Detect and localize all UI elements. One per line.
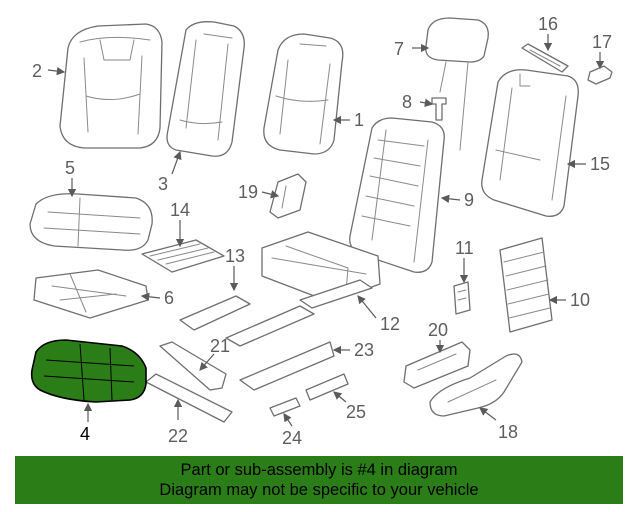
part-11-connector[interactable] — [453, 281, 471, 315]
part-17-clip[interactable] — [587, 65, 613, 85]
callout-21[interactable]: 21 — [210, 336, 230, 356]
callout-17[interactable]: 17 — [592, 32, 612, 52]
banner-line-1: Part or sub-assembly is #4 in diagram — [180, 461, 458, 479]
part-20-switch[interactable] — [403, 341, 471, 389]
part-19-bracket[interactable] — [269, 173, 307, 219]
part-7-headrest[interactable] — [425, 17, 489, 151]
leader-lines — [47, 34, 605, 427]
part-14-spring-mat[interactable] — [141, 239, 225, 273]
part-10-lumbar-support[interactable] — [499, 237, 553, 333]
exploded-seat-diagram: 1 2 3 4 5 6 7 8 9 10 11 12 13 14 15 16 1… — [29, 14, 613, 448]
part-8-bolt[interactable] — [431, 97, 447, 121]
banner-line-2: Diagram may not be specific to your vehi… — [159, 481, 479, 499]
info-banner: Part or sub-assembly is #4 in diagram Di… — [15, 456, 623, 504]
part-13-seat-base[interactable] — [179, 231, 381, 347]
part-15-rear-panel[interactable] — [481, 69, 579, 217]
part-22-lower-trim[interactable] — [145, 373, 233, 423]
part-18-side-trim[interactable] — [429, 353, 523, 417]
part-6-seat-pan[interactable] — [33, 269, 149, 319]
part-23-side-cover[interactable] — [239, 341, 335, 391]
callout-14[interactable]: 14 — [170, 200, 190, 220]
callout-16[interactable]: 16 — [538, 14, 558, 34]
callout-20[interactable]: 20 — [428, 320, 448, 340]
callout-11[interactable]: 11 — [455, 238, 474, 258]
part-5-cushion-cover[interactable] — [29, 193, 153, 251]
callout-7[interactable]: 7 — [394, 39, 404, 59]
callout-22[interactable]: 22 — [168, 426, 188, 446]
part-25-cover[interactable] — [305, 373, 349, 401]
callout-18[interactable]: 18 — [498, 422, 518, 442]
callout-4[interactable]: 4 — [80, 424, 90, 444]
callout-8[interactable]: 8 — [402, 92, 412, 112]
part-9-seat-frame[interactable] — [349, 117, 445, 273]
callout-2[interactable]: 2 — [32, 61, 42, 81]
callout-9[interactable]: 9 — [464, 190, 474, 210]
callout-12[interactable]: 12 — [380, 314, 400, 334]
callout-25[interactable]: 25 — [346, 402, 366, 422]
callout-5[interactable]: 5 — [65, 158, 75, 178]
part-4-cushion-pad-highlighted[interactable] — [30, 339, 147, 403]
part-1-seat-back[interactable] — [263, 33, 344, 155]
callout-24[interactable]: 24 — [282, 428, 302, 448]
callout-23[interactable]: 23 — [354, 340, 374, 360]
callout-3[interactable]: 3 — [158, 174, 168, 194]
callout-19[interactable]: 19 — [238, 182, 258, 202]
part-2-backrest-cover[interactable] — [59, 23, 163, 149]
callout-labels: 1 2 3 4 5 6 7 8 9 10 11 12 13 14 15 16 1… — [32, 14, 612, 448]
callout-10[interactable]: 10 — [570, 290, 590, 310]
part-16-trim-strip[interactable] — [521, 43, 569, 73]
part-3-backrest-pad[interactable] — [166, 21, 245, 157]
part-24-cap[interactable] — [269, 397, 301, 417]
callout-15[interactable]: 15 — [590, 154, 610, 174]
callout-13[interactable]: 13 — [225, 246, 245, 266]
callout-6[interactable]: 6 — [164, 288, 174, 308]
callout-1[interactable]: 1 — [354, 110, 364, 130]
part-21-trim[interactable] — [159, 341, 227, 391]
